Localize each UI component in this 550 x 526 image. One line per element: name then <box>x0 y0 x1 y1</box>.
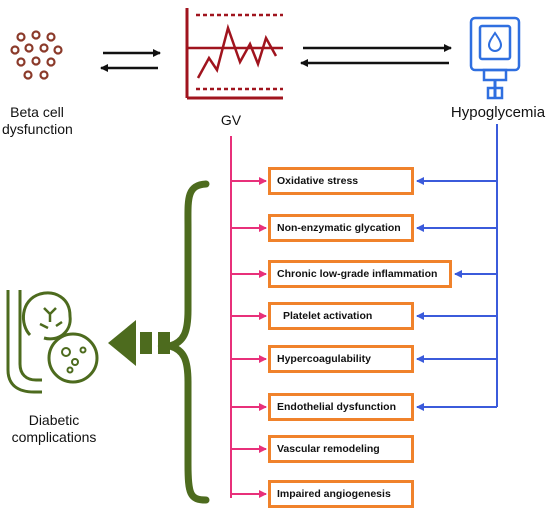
mechanism-box-oxidative-stress: Oxidative stress <box>268 167 414 195</box>
mechanism-box-endothelial-dysfunction: Endothelial dysfunction <box>268 393 414 421</box>
mechanism-box-non-enzymatic-glycation: Non-enzymatic glycation <box>268 214 414 242</box>
glucose-variability-graph-icon <box>185 8 283 100</box>
gv-label: GV <box>220 112 242 128</box>
mechanism-box-chronic-inflammation: Chronic low-grade inflammation <box>268 260 452 288</box>
diabetic-complications-line-1: Diabetic <box>28 412 80 428</box>
beta-cell-label-line-1: Beta cell <box>10 104 64 120</box>
mechanism-box-hypercoagulability: Hypercoagulability <box>268 345 414 373</box>
beta-cell-label-line-2: dysfunction <box>2 121 73 137</box>
beta-cell-label: Beta cell dysfunction <box>2 104 73 138</box>
mechanism-box-platelet-activation: Platelet activation <box>268 302 414 330</box>
gv-branch-arrows <box>231 177 267 498</box>
hypoglycemia-branch-arrows <box>416 177 497 411</box>
mechanism-box-impaired-angiogenesis: Impaired angiogenesis <box>268 480 414 508</box>
beta-cell-cluster-icon <box>10 30 63 80</box>
diabetic-complications-label: Diabetic complications <box>0 412 108 446</box>
curly-brace <box>157 180 210 504</box>
mechanism-box-vascular-remodeling: Vascular remodeling <box>268 435 414 463</box>
blood-vessel-tissue-icon <box>6 290 99 394</box>
glucometer-icon <box>469 16 521 100</box>
complications-arrow <box>108 320 170 366</box>
hypoglycemia-label: Hypoglycemia <box>450 104 546 121</box>
diabetic-complications-line-2: complications <box>11 429 97 445</box>
